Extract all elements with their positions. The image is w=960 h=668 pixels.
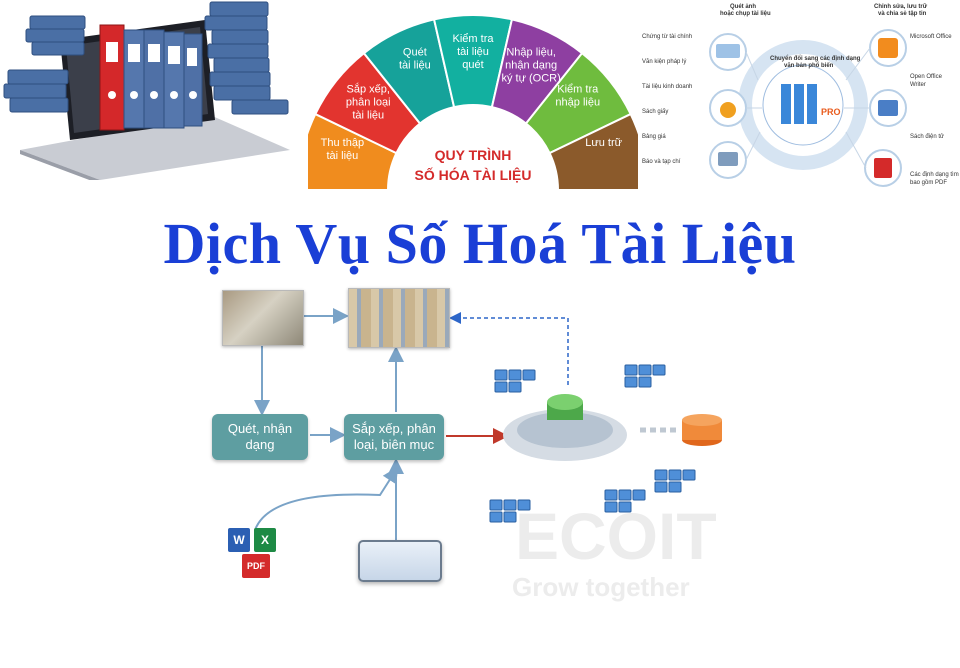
server-unit: [682, 469, 696, 481]
pro-logo-text: PRO: [821, 107, 841, 117]
right-item-2: Open Office: [910, 74, 943, 80]
left-header-1: Quét ảnh: [730, 4, 756, 10]
watermark-brand: ECOIT: [515, 499, 717, 573]
server-unit: [668, 481, 682, 493]
wheel-step-4-line-3: quét: [462, 59, 483, 71]
server-unit: [494, 381, 508, 393]
server-unit: [522, 369, 536, 381]
wheel-step-2-line-2: phân loại: [346, 96, 391, 108]
wheel-step-6-line-2: nhập liệu: [555, 96, 600, 108]
wheel-step-3-line-2: tài liệu: [399, 59, 431, 71]
wheel-step-3-line-1: Quét: [403, 46, 427, 58]
wheel-step-7-line-1: Lưu trữ: [585, 137, 622, 149]
right-header-1: Chỉnh sửa, lưu trữ: [874, 4, 928, 10]
server-unit: [652, 364, 666, 376]
pro-logo: PRO: [778, 80, 841, 130]
sort-catalog-box: Sắp xếp, phân loại, biên mục: [344, 414, 444, 460]
storage-network-graphic: [489, 364, 722, 523]
scanner-icon: [716, 44, 740, 58]
server-unit: [503, 499, 517, 511]
software-screen-thumbnail: [358, 540, 442, 582]
wheel-step-6-line-1: Kiểm tra: [557, 83, 599, 95]
right-header-2: và chia sẻ tập tin: [878, 11, 927, 17]
server-unit: [503, 511, 517, 523]
wheel-step-2-line-1: Sắp xếp,: [347, 82, 390, 95]
office-icon: [878, 38, 898, 58]
wheel-step-4-line-1: Kiểm tra: [453, 33, 495, 45]
right-item-4: Sách điện tử: [910, 133, 944, 140]
left-item-2: Văn kiện pháp lý: [642, 59, 686, 65]
server-unit: [489, 499, 503, 511]
wheel-step-5-line-1: Nhập liệu,: [506, 46, 556, 58]
right-item-5: Các định dạng tìm kiếm: [910, 172, 960, 178]
wheel-step-2-line-3: tài liệu: [352, 109, 384, 121]
center-header-1: Chuyển đổi sang các định dạng: [770, 55, 861, 62]
server-unit: [494, 369, 508, 381]
wheel-step-1-line-1: Thu thập: [321, 137, 364, 149]
left-item-5: Bảng giá: [642, 134, 666, 140]
pdf-file-icon: PDF: [242, 554, 270, 578]
sort-box-line1: Sắp xếp, phân: [352, 421, 436, 436]
center-header-2: văn bản phổ biến: [784, 62, 834, 69]
page-title: Dịch Vụ Số Hoá Tài Liệu: [163, 211, 797, 276]
wheel-step-1-line-2: tài liệu: [326, 150, 358, 162]
archive-shelves-photo: [348, 288, 450, 348]
left-item-1: Chứng từ tài chính: [642, 34, 692, 40]
sort-box-line2: loại, biên mục: [353, 437, 435, 452]
writer-icon: [878, 100, 898, 116]
wheel-step-5-line-2: nhận dạng: [505, 59, 557, 71]
wheel-center-title-1: QUY TRÌNH: [435, 147, 512, 163]
server-unit: [618, 489, 632, 501]
server-unit: [632, 489, 646, 501]
left-item-4: Sách giấy: [642, 109, 668, 115]
right-item-1: Microsoft Office: [910, 34, 952, 40]
server-unit: [618, 501, 632, 513]
server-unit: [508, 369, 522, 381]
server-unit: [517, 499, 531, 511]
wheel-step-4-line-2: tài liệu: [457, 46, 489, 58]
scan-recognize-box: Quét, nhận dạng: [212, 414, 308, 460]
binders-laptop-illustration: [3, 1, 290, 180]
wheel-step-5-line-3: ký tự (OCR): [501, 72, 560, 84]
server-unit: [604, 489, 618, 501]
server-unit: [668, 469, 682, 481]
excel-icon: X: [254, 528, 276, 552]
pdf-icon: [874, 158, 892, 178]
server-unit: [624, 364, 638, 376]
scan-box-line1: Quét, nhận: [227, 421, 293, 436]
server-unit: [654, 469, 668, 481]
watermark-slogan: Grow together: [512, 572, 690, 602]
left-item-6: Báo và tạp chí: [642, 159, 681, 165]
left-item-3: Tài liệu kinh doanh: [642, 84, 692, 90]
word-icon: W: [228, 528, 250, 552]
document-stack-photo: [222, 290, 304, 346]
left-header-2: hoặc chụp tài liệu: [720, 11, 771, 17]
server-unit: [508, 381, 522, 393]
scan-box-line2: dạng: [245, 437, 275, 452]
server-unit: [638, 364, 652, 376]
right-item-6: bao gồm PDF: [910, 180, 947, 186]
wheel-center-title-2: SỐ HÓA TÀI LIỆU: [415, 166, 532, 183]
server-unit: [604, 501, 618, 513]
server-unit: [638, 376, 652, 388]
conversion-diagram: Quét ảnh hoặc chụp tài liệu Chứng từ tài…: [642, 4, 960, 187]
workflow-connectors: [254, 308, 676, 540]
right-item-3: Writer: [910, 82, 926, 88]
camera-icon: [718, 152, 738, 166]
file-format-icons: W X PDF: [228, 528, 280, 580]
server-unit: [654, 481, 668, 493]
server-unit: [489, 511, 503, 523]
server-unit: [624, 376, 638, 388]
lock-icon: [720, 102, 736, 118]
